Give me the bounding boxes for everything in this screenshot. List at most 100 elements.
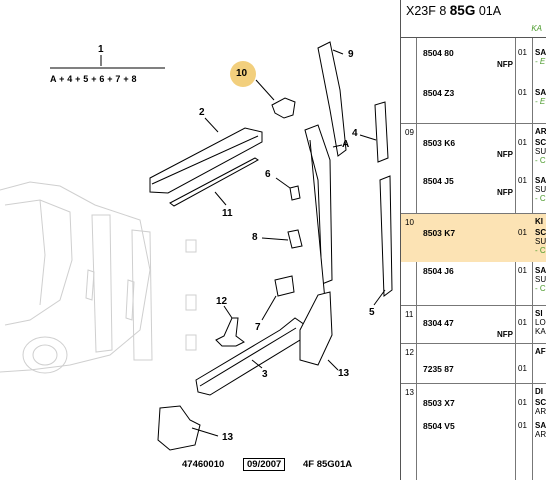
part-row[interactable]: 8504 J6 01 SA SU - C	[401, 266, 546, 293]
col-divider-mid2	[532, 124, 533, 213]
part-row[interactable]: 8503 K6 NFP 01 SC SU - C	[401, 138, 546, 165]
col-divider-left	[401, 384, 417, 480]
part-qty: 01	[518, 364, 527, 373]
group-number: 13	[405, 388, 414, 397]
parts-group-10: 10 KI 8503 K7 01 SC SU - C 8504 J6 01 SA…	[401, 214, 546, 306]
leader-8	[261, 237, 289, 241]
part-desc: SA	[535, 48, 546, 57]
part-9-trim	[317, 41, 347, 157]
part-10-bracket	[271, 97, 296, 119]
part-row[interactable]: 7235 87 01	[401, 364, 546, 384]
part-qty: 01	[518, 176, 527, 185]
footer-date-box: 09/2007	[243, 458, 286, 471]
part-row[interactable]: 8503 X7 01 SC AR	[401, 398, 546, 418]
part-number: 8503 X7	[423, 398, 455, 408]
part-6-clip	[289, 185, 301, 201]
part-qty: 01	[518, 88, 527, 97]
part-desc-line2: KA	[535, 327, 546, 336]
callout-11: 11	[222, 208, 233, 219]
leader-A	[332, 144, 343, 148]
assembly-formula: A + 4 + 5 + 6 + 7 + 8	[50, 74, 137, 84]
part-A-pillar	[304, 124, 333, 285]
leader-9	[332, 49, 344, 55]
diagram-drawing	[0, 41, 393, 451]
callout-5: 5	[369, 307, 375, 318]
part-qty: 01	[518, 48, 527, 57]
part-desc: AR	[535, 127, 546, 136]
callout-9: 9	[348, 49, 354, 60]
part-13-panel-right	[299, 291, 333, 366]
part-desc-line2: AR	[535, 407, 546, 416]
callout-10-highlighted[interactable]: 10	[236, 68, 248, 79]
callout-6: 6	[265, 169, 271, 180]
footer-ref: 47460010	[182, 459, 225, 470]
footer-code: 4F 85G01A	[303, 459, 353, 470]
col-divider-left	[401, 306, 417, 343]
part-number: 8504 J5	[423, 176, 454, 186]
catalog-prefix: X23F 8	[406, 4, 447, 18]
leader-13-bottom	[191, 427, 219, 437]
nfp-flag: NFP	[497, 150, 513, 159]
catalog-suffix: 01A	[478, 4, 502, 18]
part-13-panel-bottom	[157, 405, 201, 451]
col-divider-mid	[515, 306, 516, 343]
highlight-callout-circle	[230, 61, 256, 87]
parts-group-12: 12 AF 7235 87 01	[401, 344, 546, 384]
part-desc: SA	[535, 266, 546, 275]
part-desc-line2: SU	[535, 185, 546, 194]
leader-4	[359, 134, 377, 141]
part-desc-note: - C	[535, 156, 546, 165]
part-desc: SC	[535, 398, 546, 407]
col-divider-left	[401, 344, 417, 383]
part-desc-note: - C	[535, 194, 546, 203]
parts-group-13: 13 DI 8503 X7 01 SC AR 8504 V5 01 SA AR	[401, 384, 546, 480]
col-divider-mid	[515, 384, 516, 480]
col-divider-mid2	[532, 38, 533, 123]
part-row[interactable]: 8504 Z3 01 SA - E	[401, 88, 546, 108]
vehicle-outline	[0, 181, 197, 374]
part-desc: AF	[535, 347, 546, 356]
part-row[interactable]: 8504 V5 01 SA AR	[401, 421, 546, 441]
part-row[interactable]: 8504 J5 NFP 01 SA SU - C	[401, 176, 546, 203]
part-desc: SI	[535, 309, 543, 318]
nfp-flag: NFP	[497, 330, 513, 339]
group-number: 12	[405, 348, 414, 357]
part-qty: 01	[518, 266, 527, 275]
part-number: 8504 V5	[423, 421, 455, 431]
group-number: 09	[405, 128, 414, 137]
part-desc: DI	[535, 387, 543, 396]
catalog-subheader: KA	[401, 22, 546, 38]
part-row-selected[interactable]: 8503 K7 01 SC SU - C	[401, 228, 546, 255]
parts-diagram: 1 A + 4 + 5 + 6 + 7 + 8 2 3 4 5 6 7 8 9 …	[0, 41, 393, 471]
part-2-roof-rail	[149, 127, 263, 194]
group-number: 10	[405, 218, 414, 227]
catalog-header: X23F 8 85G 01A	[401, 0, 546, 22]
callout-2: 2	[199, 107, 205, 118]
part-row[interactable]: 8304 47 NFP 01 KA	[401, 318, 546, 339]
part-desc: SA	[535, 421, 546, 430]
part-number: 8504 Z3	[423, 88, 455, 98]
part-desc: SC	[535, 228, 546, 237]
callout-3: 3	[262, 369, 268, 380]
part-4-trim	[374, 101, 389, 163]
callout-7: 7	[255, 322, 261, 333]
part-desc: SA	[535, 176, 546, 185]
leader-11	[214, 191, 227, 206]
part-number: 8504 J6	[423, 266, 454, 276]
part-qty: 01	[518, 398, 527, 407]
part-row: DI	[401, 387, 546, 407]
part-qty: 01	[518, 318, 527, 327]
part-row[interactable]: 8504 80 NFP 01 SA - E	[401, 48, 546, 69]
part-qty: 01	[518, 138, 527, 147]
part-row: AR	[401, 127, 546, 147]
part-qty: 01	[518, 228, 527, 237]
leader-5	[373, 289, 386, 306]
part-row[interactable]: AF	[401, 347, 546, 367]
part-number: 8503 K6	[423, 138, 456, 148]
leader-3	[251, 359, 263, 369]
catalog-bold: 85G	[449, 3, 476, 18]
col-divider-mid2	[532, 384, 533, 480]
part-desc-line2: AR	[535, 430, 546, 439]
leader-12	[223, 305, 233, 319]
part-11-strip	[169, 157, 259, 207]
